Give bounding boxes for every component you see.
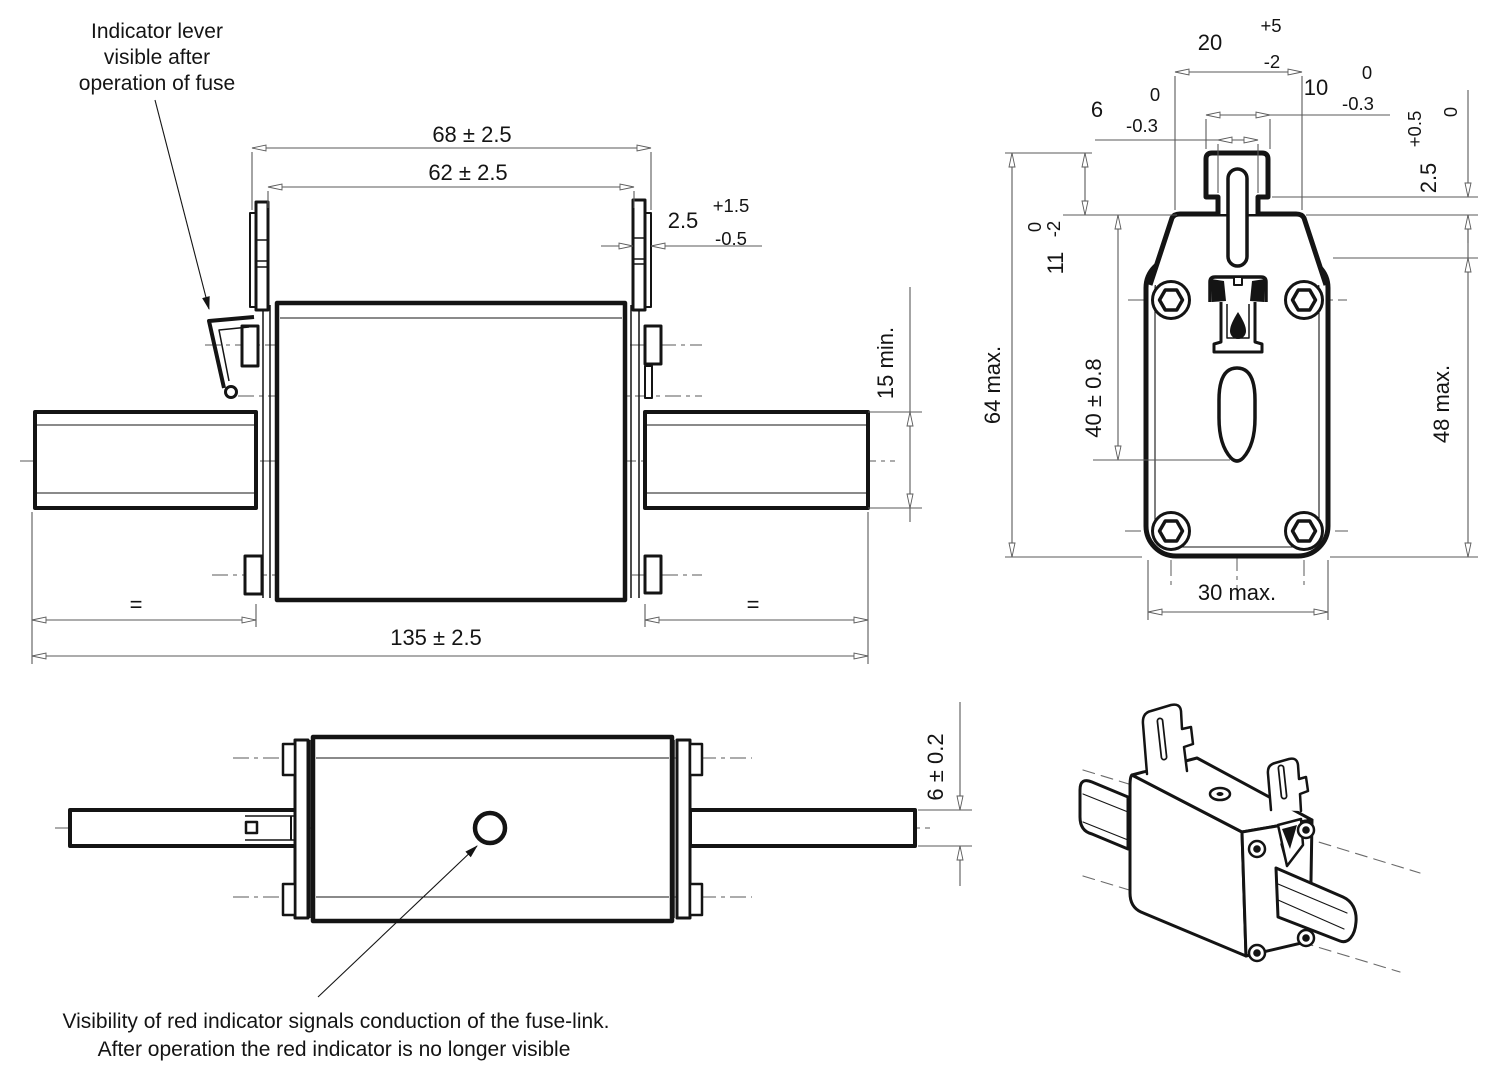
iso-right-blade bbox=[1274, 866, 1358, 944]
dim-48-max: 48 max. bbox=[1429, 365, 1454, 443]
iso-right-lug bbox=[1266, 757, 1310, 813]
top-view: 6 ± 0.2 Visibility of red indicator sign… bbox=[55, 702, 972, 1061]
side-view-dimensions: 68 ± 2.5 62 ± 2.5 2.5 +1.5 -0.5 15 min. … bbox=[31, 122, 922, 664]
iso-left-blade bbox=[1078, 779, 1130, 851]
equal-mark-left: = bbox=[130, 592, 143, 617]
front-view: 20 +5 -2 10 0 -0.3 6 0 -0.3 2.5 +0.5 0 1… bbox=[980, 15, 1478, 620]
dim-62: 62 ± 2.5 bbox=[428, 160, 507, 185]
dim-20-minus: -2 bbox=[1264, 51, 1280, 72]
dim-6: 6 bbox=[1091, 97, 1103, 122]
dim-30-max: 30 max. bbox=[1198, 580, 1276, 605]
front-view-indicator bbox=[1208, 275, 1268, 463]
dim-2-5-front: 2.5 bbox=[1416, 163, 1441, 194]
lever-annotation: Indicator lever visible after operation … bbox=[79, 20, 235, 311]
iso-centerline-lower bbox=[1082, 875, 1401, 973]
top-view-dimensions: 6 ± 0.2 bbox=[918, 702, 972, 886]
equal-mark-right: = bbox=[747, 592, 760, 617]
blade-slot bbox=[1226, 167, 1249, 268]
indicator-annotation: Visibility of red indicator signals cond… bbox=[62, 845, 610, 1061]
dim-68: 68 ± 2.5 bbox=[432, 122, 511, 147]
side-view: 68 ± 2.5 62 ± 2.5 2.5 +1.5 -0.5 15 min. … bbox=[20, 20, 922, 664]
dim-135: 135 ± 2.5 bbox=[390, 625, 482, 650]
dim-2-5-side-plus: +1.5 bbox=[713, 195, 750, 216]
side-view-contacts bbox=[240, 324, 663, 596]
dim-11-plus: 0 bbox=[1024, 222, 1045, 232]
front-view-screws bbox=[1151, 280, 1324, 551]
iso-indicator-lever bbox=[1276, 817, 1305, 868]
dim-40: 40 ± 0.8 bbox=[1081, 358, 1106, 437]
iso-screws bbox=[1247, 820, 1316, 963]
indicator-lever bbox=[207, 315, 255, 399]
dim-15-min: 15 min. bbox=[873, 327, 898, 399]
dim-2-5-side: 2.5 bbox=[668, 208, 699, 233]
dim-2-5-side-minus: -0.5 bbox=[715, 228, 747, 249]
dim-10-minus: -0.3 bbox=[1342, 93, 1374, 114]
dim-10: 10 bbox=[1304, 75, 1328, 100]
dim-20-plus: +5 bbox=[1260, 15, 1281, 36]
lever-note-line1: Indicator lever bbox=[91, 20, 223, 43]
dim-2-5-front-minus: 0 bbox=[1440, 107, 1461, 117]
red-indicator-drop bbox=[1230, 312, 1246, 339]
dim-64-max: 64 max. bbox=[980, 346, 1005, 424]
indicator-note-line1: Visibility of red indicator signals cond… bbox=[62, 1010, 609, 1033]
dim-6-minus: -0.3 bbox=[1126, 115, 1158, 136]
iso-left-lug bbox=[1141, 703, 1195, 776]
side-view-body bbox=[262, 300, 640, 603]
dim-2-5-front-plus: +0.5 bbox=[1404, 111, 1425, 148]
indicator-window bbox=[472, 810, 508, 846]
dim-11: 11 bbox=[1043, 252, 1068, 275]
dim-10-plus: 0 bbox=[1362, 62, 1372, 83]
lever-note-line3: operation of fuse bbox=[79, 72, 235, 95]
top-view-body bbox=[281, 734, 704, 924]
dim-11-minus: -2 bbox=[1043, 221, 1064, 237]
front-view-blade bbox=[1203, 150, 1271, 268]
dim-6-plus: 0 bbox=[1150, 84, 1160, 105]
side-view-blades bbox=[33, 410, 870, 510]
side-view-grip-lugs bbox=[249, 198, 652, 312]
dim-20: 20 bbox=[1198, 30, 1222, 55]
indicator-note-line2: After operation the red indicator is no … bbox=[98, 1038, 571, 1061]
lever-note-line2: visible after bbox=[104, 46, 210, 69]
dim-6-02: 6 ± 0.2 bbox=[923, 733, 948, 800]
isometric-view bbox=[1078, 703, 1421, 973]
indicator-pin bbox=[1217, 366, 1257, 463]
front-view-dimensions: 20 +5 -2 10 0 -0.3 6 0 -0.3 2.5 +0.5 0 1… bbox=[980, 15, 1478, 620]
